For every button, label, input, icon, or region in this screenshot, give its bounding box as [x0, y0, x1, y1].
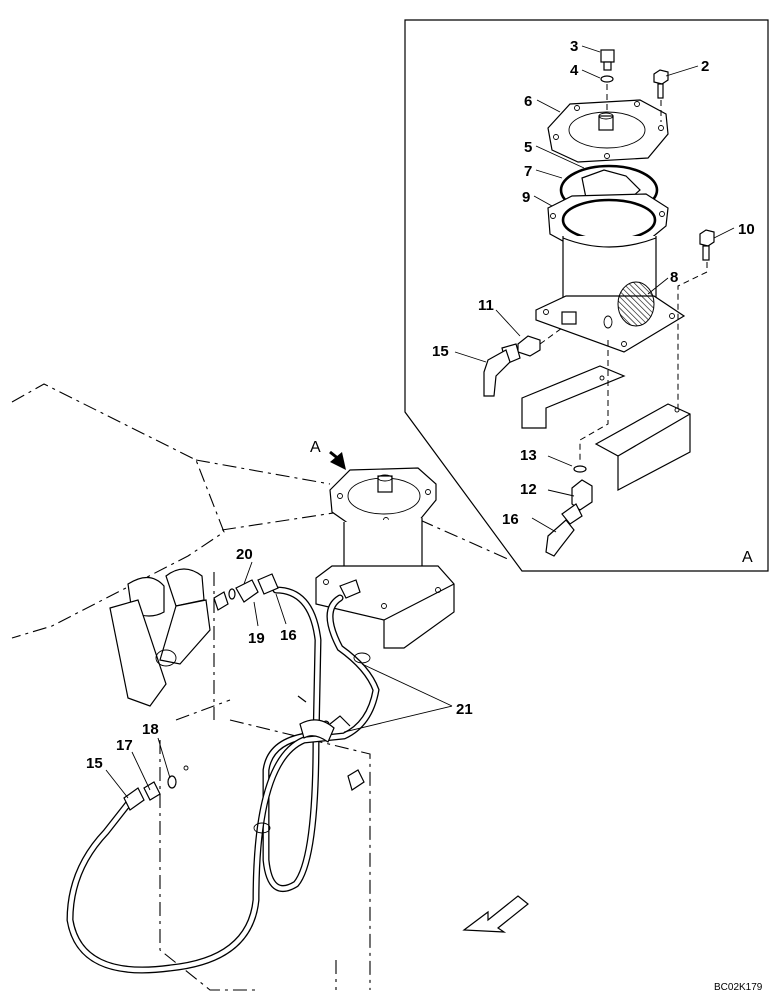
diagram-code: BC02K179	[714, 982, 763, 993]
callout-2: 2	[701, 58, 709, 75]
callout-3: 3	[570, 38, 578, 55]
detail-cap-plate	[547, 99, 669, 163]
callout-4: 4	[570, 62, 579, 79]
callout-13: 13	[520, 447, 537, 464]
callout-18: 18	[142, 721, 159, 738]
callout-8: 8	[670, 269, 678, 286]
callout-21: 21	[456, 701, 473, 718]
callout-11: 11	[478, 297, 494, 314]
detail-plug-bolt	[600, 49, 615, 112]
detail-mount-bolt	[677, 229, 715, 420]
main-filter-assembly	[315, 467, 455, 649]
callout-labels: 3 4 2 6 5 7 9 10 8 11 15 13 12 16 A A 20…	[86, 38, 763, 993]
detail-view-frame	[404, 19, 769, 572]
callout-16-main: 16	[280, 627, 297, 644]
callout-17: 17	[116, 737, 133, 754]
callout-10: 10	[738, 221, 755, 238]
callout-19: 19	[248, 630, 265, 647]
view-label-detail: A	[742, 549, 753, 566]
callout-15-detail: 15	[432, 343, 449, 360]
detail-seals	[547, 164, 669, 247]
callout-12: 12	[520, 481, 537, 498]
leader-lines	[105, 45, 735, 799]
callout-6: 6	[524, 93, 532, 110]
detail-brackets	[521, 365, 691, 491]
view-label-main: A	[310, 439, 321, 456]
callout-20: 20	[236, 546, 253, 563]
hose-lines	[66, 586, 380, 974]
upper-fittings	[213, 573, 279, 611]
detail-cap-bolt	[653, 69, 669, 122]
engine-pipes	[109, 568, 211, 707]
detail-elbow-fitting	[545, 340, 609, 557]
callout-5: 5	[524, 139, 532, 156]
view-direction-arrow	[329, 450, 346, 470]
callout-9: 9	[522, 189, 530, 206]
machine-frame-outline	[11, 383, 511, 991]
detail-filter-housing	[535, 236, 686, 353]
callout-16-detail: 16	[502, 511, 519, 528]
front-direction-arrow	[462, 895, 529, 933]
callout-15-main: 15	[86, 755, 103, 772]
callout-7: 7	[524, 163, 532, 180]
detail-fitting-11	[483, 327, 563, 397]
